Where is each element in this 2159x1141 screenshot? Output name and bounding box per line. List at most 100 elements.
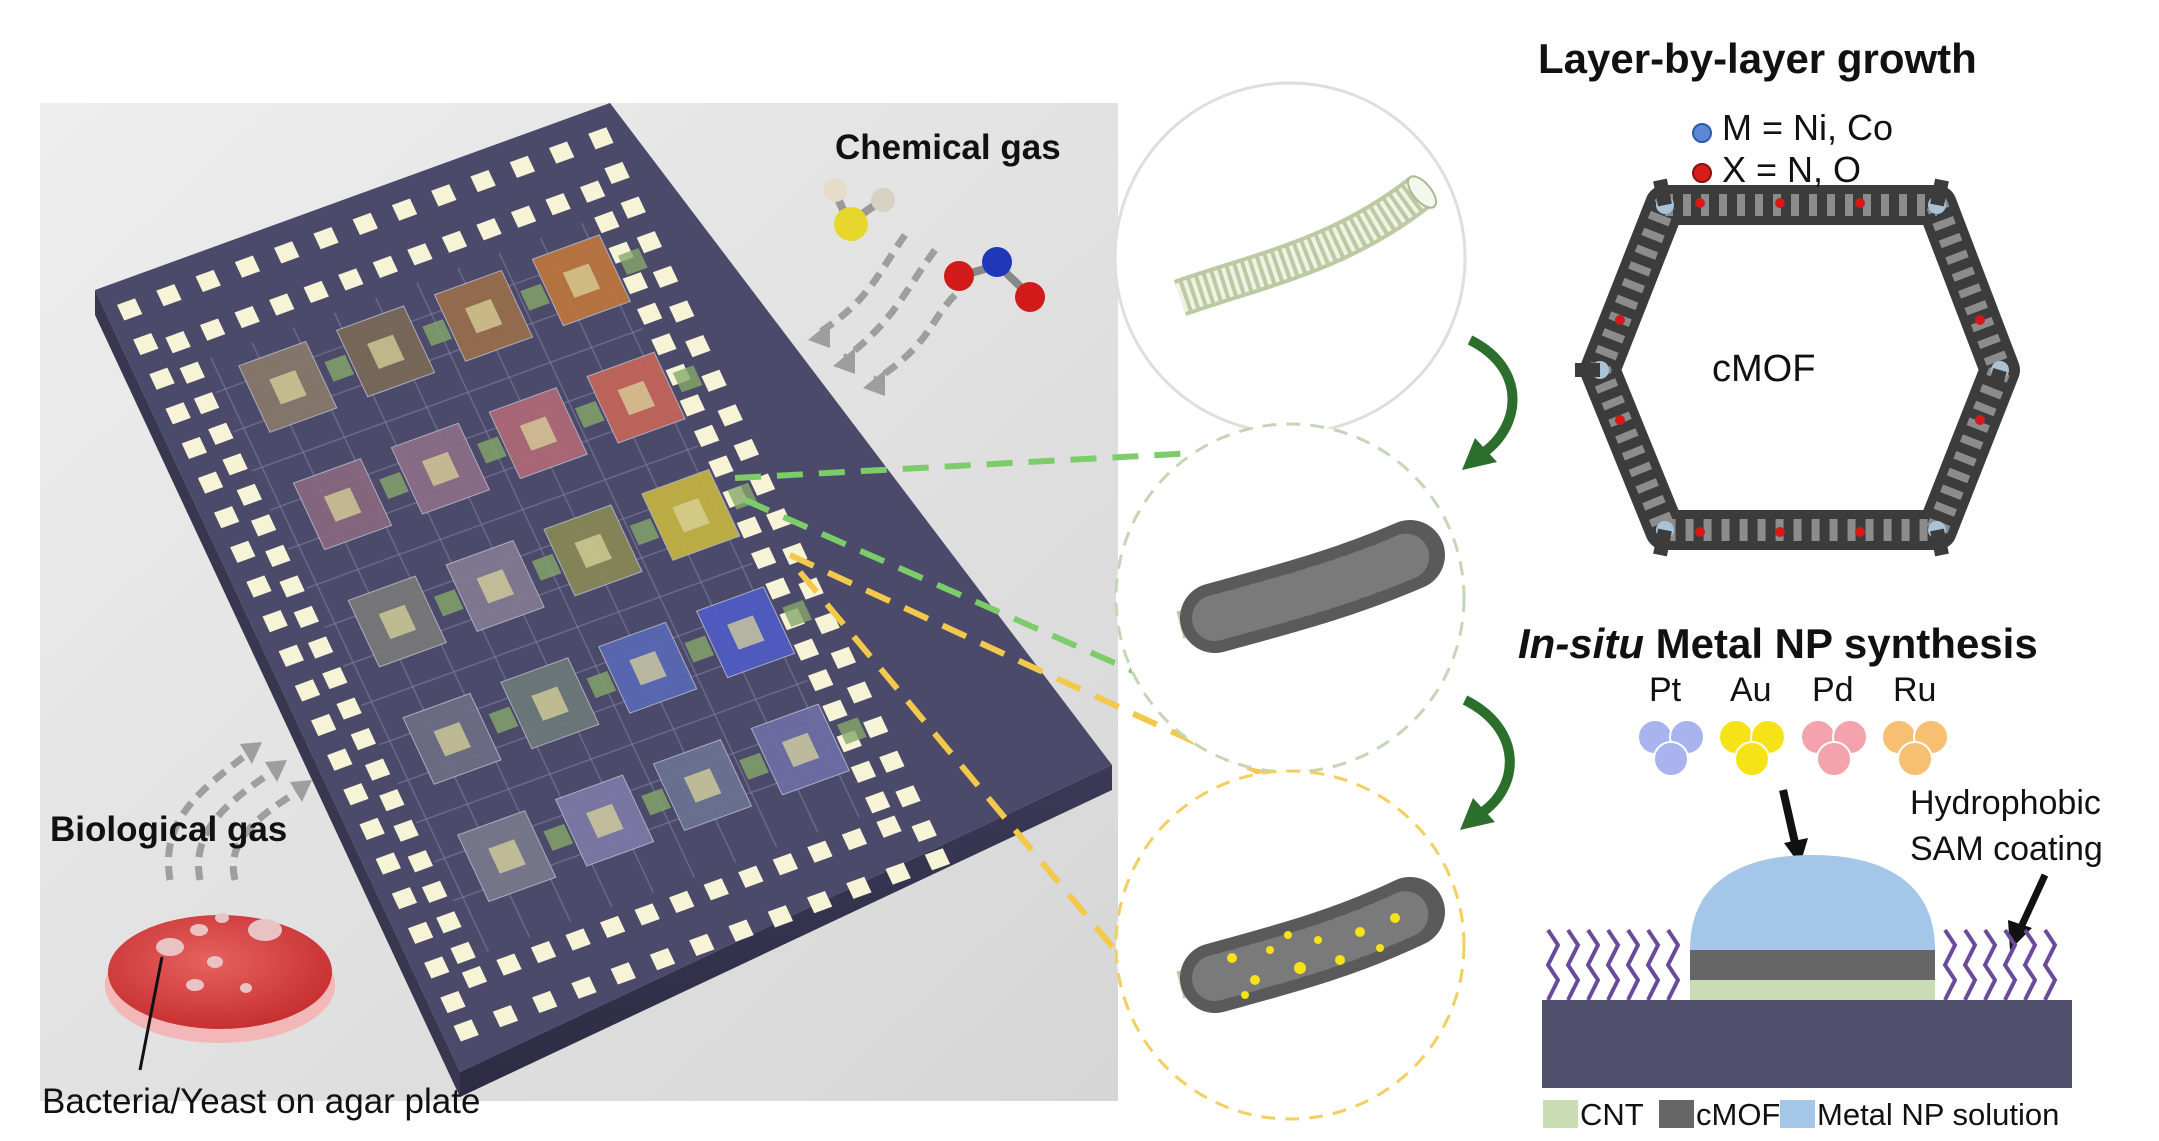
contact-pad <box>911 819 937 843</box>
contact-pad <box>278 644 304 667</box>
contact-pad <box>548 141 575 164</box>
insitu-rest: Metal NP synthesis <box>1643 620 2038 667</box>
np-cluster-ru <box>1881 719 1949 777</box>
contact-pad <box>822 699 848 722</box>
contact-pad <box>588 127 614 150</box>
sensor-electrode <box>324 487 362 522</box>
sam-coating-label: SAM coating <box>1910 830 2103 868</box>
contact-pad <box>863 715 889 739</box>
contact-pad <box>393 819 419 842</box>
contact-pad <box>767 905 794 928</box>
contact-pad <box>195 269 221 292</box>
cnt-layer <box>1690 980 1935 1000</box>
contact-pad <box>375 852 401 875</box>
legend-label-2: Metal NP solution <box>1817 1097 2060 1132</box>
contact-pad <box>885 862 911 885</box>
legend <box>1543 1100 1815 1128</box>
contact-pad <box>165 331 191 354</box>
contact-pad <box>307 636 334 659</box>
sensor-electrode <box>683 768 722 803</box>
contact-pad <box>622 272 649 295</box>
contact-pad <box>265 544 291 567</box>
step-arrow-2 <box>1460 695 1515 830</box>
contact-pad <box>669 300 695 323</box>
chemical-gas-arrows <box>818 232 958 383</box>
contact-pad <box>234 305 260 329</box>
insitu-title: In-situ Metal NP synthesis <box>1518 620 2038 668</box>
cnt-channel <box>324 354 355 382</box>
cnt-channel <box>739 752 769 780</box>
contact-pad <box>359 817 385 840</box>
contact-pad <box>850 760 877 783</box>
sensor-electrode <box>629 650 667 686</box>
sensor-electrode <box>421 451 460 487</box>
sam-molecule <box>1982 928 1998 1001</box>
legend-swatch <box>1780 1100 1815 1128</box>
agar-plate-label: Bacteria/Yeast on agar plate <box>42 1082 481 1121</box>
sensor-electrode <box>617 380 655 416</box>
sensor-electrode <box>488 839 526 874</box>
contact-pad <box>364 758 391 781</box>
sensor-electrode <box>476 569 515 604</box>
cmof-coated-cnt <box>1176 520 1445 653</box>
contact-pad <box>179 361 205 384</box>
contact-pad <box>407 243 433 266</box>
sensor-electrode <box>574 533 612 569</box>
contact-pad <box>708 455 734 478</box>
sam-molecule <box>2042 928 2058 1001</box>
chip-front-face <box>95 290 460 1097</box>
contact-pad <box>689 933 715 956</box>
sensor-electrode <box>269 370 307 405</box>
contact-pad <box>407 850 434 873</box>
cnt-channel <box>836 717 867 745</box>
contact-pad <box>879 750 905 773</box>
contact-pad <box>213 506 240 529</box>
contact-pad <box>649 948 676 971</box>
metal-legend-label: M = Ni, Co <box>1722 107 1894 148</box>
biological-gas-arrows <box>165 749 302 881</box>
cnt-channel <box>672 365 703 393</box>
cmof-layer <box>1690 950 1935 980</box>
agar-plate <box>105 913 335 1071</box>
heteroatom-legend-label: X = N, O <box>1722 149 1862 190</box>
cnt-channel <box>586 671 617 699</box>
sensor-electrode <box>519 416 558 451</box>
cnt-channel <box>531 553 562 581</box>
contact-pad <box>350 728 377 751</box>
contact-pad <box>269 293 295 316</box>
np-cluster-pt <box>1637 719 1705 777</box>
contact-pad <box>338 268 364 291</box>
sensor-electrode <box>562 263 601 298</box>
cnt-channel <box>782 599 812 628</box>
contact-pad <box>772 853 799 876</box>
np-label-pd: Pd <box>1812 671 1854 709</box>
contact-pad <box>461 966 488 989</box>
cmof-framework <box>1575 178 2020 557</box>
cnt-channel <box>422 319 452 347</box>
contact-pad <box>693 424 720 447</box>
nanoparticle-clusters <box>1637 719 1949 777</box>
sam-molecule <box>1545 928 1561 1001</box>
contact-pad <box>450 941 476 964</box>
contact-pad <box>510 205 537 228</box>
contact-pad <box>620 196 646 219</box>
contact-pad <box>807 840 833 863</box>
sam-molecule <box>2022 928 2038 1001</box>
contact-pad <box>421 880 448 903</box>
contact-pad <box>322 666 348 690</box>
np-solution-droplet <box>1690 855 1935 950</box>
h2s-molecule <box>823 178 895 241</box>
colony <box>207 956 223 968</box>
contact-pad <box>669 890 695 913</box>
contact-pad <box>156 284 182 307</box>
sam-molecule <box>2002 928 2018 1001</box>
sensor-electrode <box>781 732 820 768</box>
contact-pad <box>530 940 557 964</box>
contact-pad <box>236 483 262 506</box>
contact-pad <box>424 956 450 979</box>
contact-pad <box>208 422 234 445</box>
sam-coating-left <box>1545 928 1681 1001</box>
contact-pad <box>599 915 626 939</box>
contact-pad <box>545 193 571 216</box>
colony <box>248 919 282 941</box>
